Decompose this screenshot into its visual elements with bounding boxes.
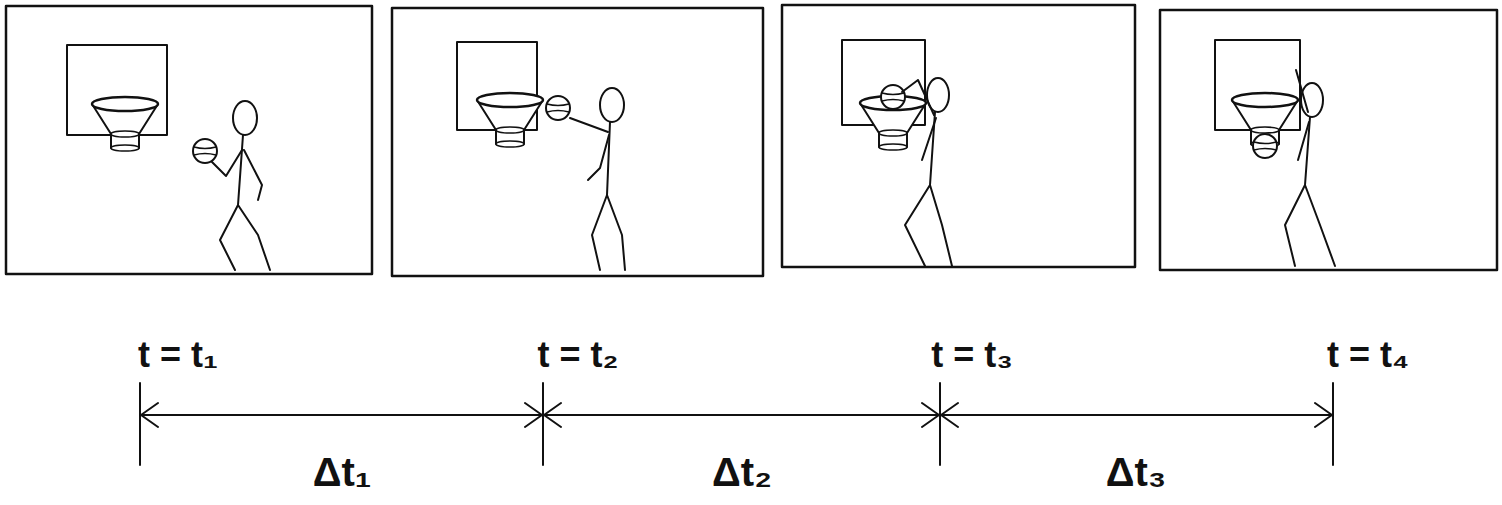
- time-label: t = t₂: [538, 335, 619, 375]
- interval-label: Δt₃: [1106, 450, 1167, 494]
- time-label: t = t₃: [931, 335, 1013, 375]
- time-label: t = t₄: [1327, 335, 1409, 375]
- time-label: t = t₁: [138, 335, 218, 375]
- interval-label: Δt₂: [712, 450, 772, 494]
- interval-label: Δt₁: [313, 450, 372, 494]
